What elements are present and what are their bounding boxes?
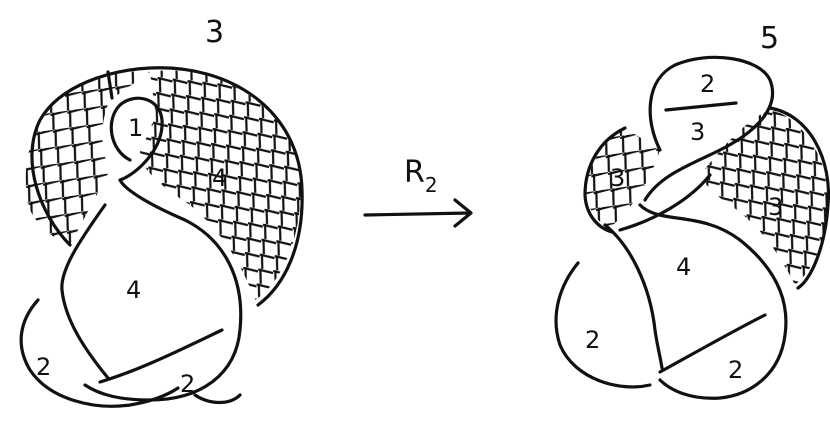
left-region-label-4-top: 4 xyxy=(212,164,227,192)
right-region-label-3-right: 3 xyxy=(768,193,783,221)
move-subscript: 2 xyxy=(425,173,438,197)
right-region-label-3-left: 3 xyxy=(610,164,625,192)
left-region-label-1: 1 xyxy=(128,114,143,142)
move-label: R2 xyxy=(404,155,438,197)
right-crossing-count: 5 xyxy=(760,21,779,56)
left-small-arc xyxy=(195,395,240,403)
right-diagonal-strand xyxy=(605,225,662,368)
right-hatched-region-right xyxy=(700,110,828,285)
left-bottom-strand xyxy=(100,330,222,382)
right-region-label-4-mid: 4 xyxy=(676,253,691,281)
left-knot-diagram: 3 1 4 4 2 2 xyxy=(21,15,302,406)
left-region-label-2-left: 2 xyxy=(36,353,51,381)
left-hatched-region-outer xyxy=(26,71,150,245)
right-region-label-top-numerator: 2 xyxy=(700,70,715,98)
reidemeister-move: R2 xyxy=(365,155,471,226)
move-arrow-shaft xyxy=(365,213,470,215)
left-region-label-4-mid: 4 xyxy=(126,276,141,304)
left-crossing-count: 3 xyxy=(205,15,224,50)
right-region-label-2-bottom: 2 xyxy=(728,356,743,384)
right-fraction-bar xyxy=(666,103,736,110)
right-knot-diagram: 5 2 3 3 3 4 2 2 xyxy=(556,21,828,398)
right-region-label-2-left: 2 xyxy=(585,326,600,354)
right-region-label-top-denominator: 3 xyxy=(690,118,705,146)
right-lower-arc xyxy=(556,263,650,387)
left-region-label-2-bottom: 2 xyxy=(180,370,195,398)
right-bottom-strand xyxy=(660,315,765,372)
